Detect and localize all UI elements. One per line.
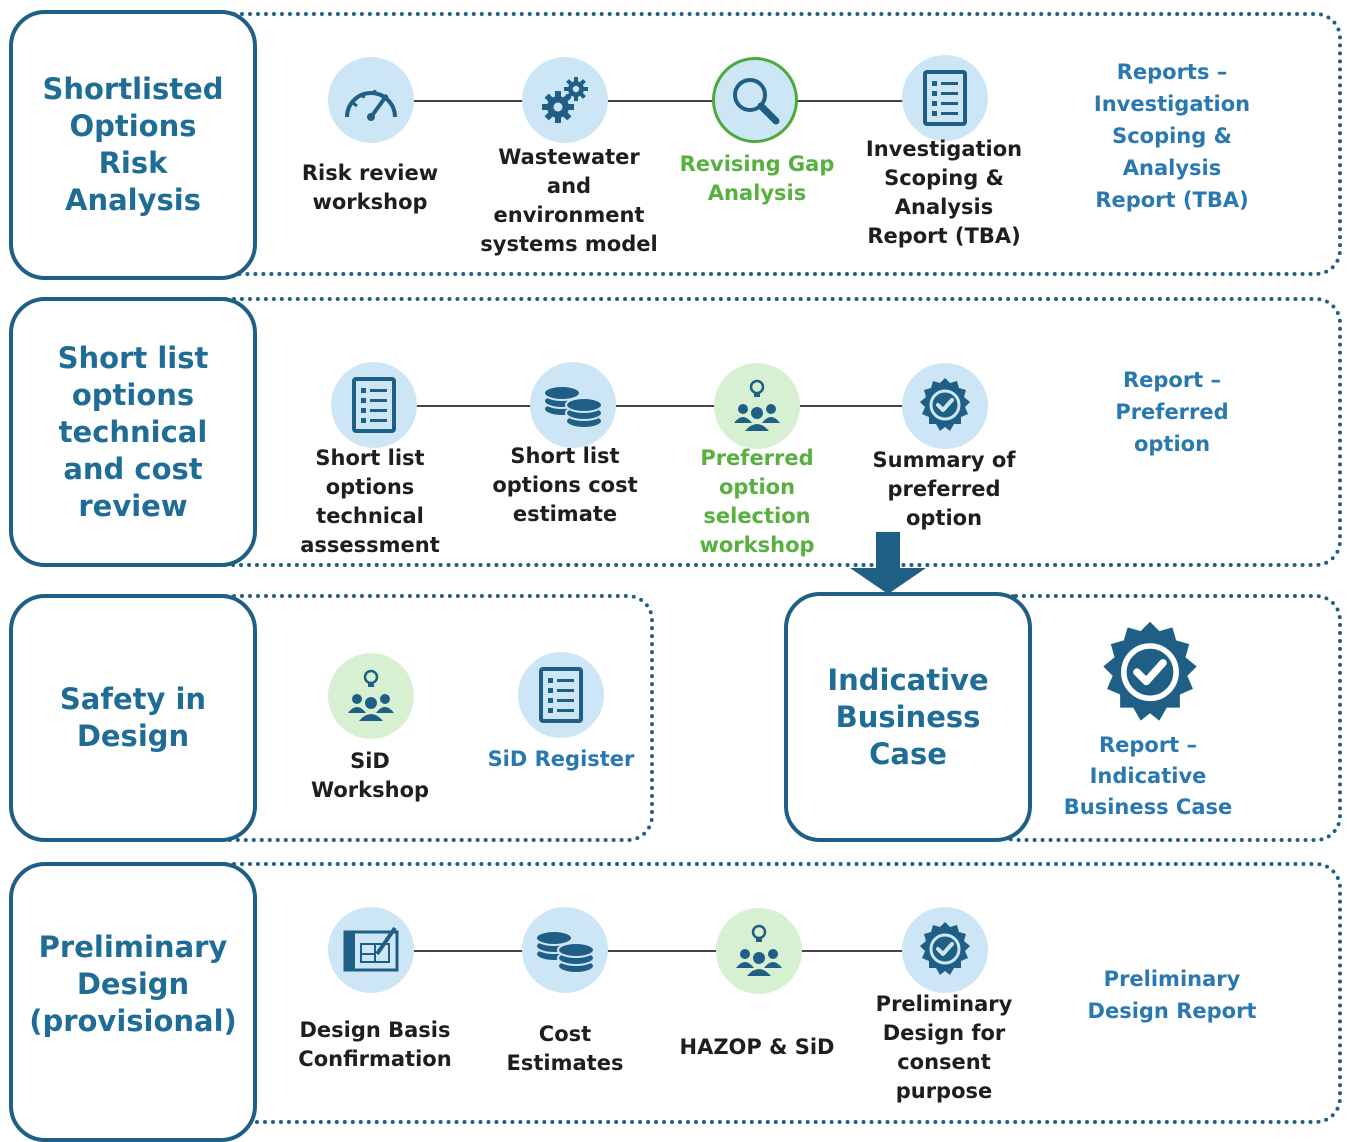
down-arrow-icon: [846, 530, 930, 596]
phase-title: Preliminary Design (provisional): [29, 929, 237, 1038]
phase-safety-in-design: Safety in Design: [9, 594, 257, 842]
report-label: Report – Indicative Business Case: [1063, 733, 1233, 819]
gears-icon: [522, 57, 608, 143]
phase-title: Short list options technical and cost re…: [57, 340, 209, 523]
badge-check-icon: [902, 907, 988, 993]
step-label: Summary of preferred option: [872, 448, 1016, 530]
phase-title: Safety in Design: [59, 682, 207, 753]
phase-shortlisted-risk-analysis: Shortlisted Options Risk Analysis: [9, 10, 257, 280]
team-idea-icon: [328, 653, 414, 739]
step-label: Short list options cost estimate: [492, 444, 638, 526]
step-label: Risk review workshop: [301, 161, 439, 214]
document-list-icon: [331, 362, 417, 448]
badge-check-icon: [902, 363, 988, 449]
blueprint-icon: [328, 907, 414, 993]
team-idea-icon: [714, 363, 800, 449]
connector-line: [414, 100, 904, 102]
team-idea-icon: [716, 908, 802, 994]
step-label: SiD Workshop: [310, 749, 430, 802]
phase-title: Shortlisted Options Risk Analysis: [42, 72, 224, 217]
coins-icon: [530, 362, 616, 448]
phase-title: Indicative Business Case: [827, 662, 989, 771]
step-label-highlight: Revising Gap Analysis: [679, 152, 835, 205]
step-label: Design Basis Confirmation: [298, 1018, 452, 1071]
step-label: Cost Estimates: [506, 1022, 624, 1075]
phase-technical-cost-review: Short list options technical and cost re…: [9, 297, 257, 567]
document-list-icon: [518, 652, 604, 738]
step-label: Preliminary Design for consent purpose: [875, 992, 1013, 1103]
step-label-highlight: Preferred option selection workshop: [699, 446, 815, 557]
coins-icon: [522, 907, 608, 993]
report-label: Reports – Investigation Scoping & Analys…: [1093, 60, 1251, 212]
step-label: HAZOP & SiD: [679, 1035, 835, 1059]
report-label: Preliminary Design Report: [1087, 967, 1257, 1023]
phase-indicative-business-case: Indicative Business Case: [784, 592, 1032, 842]
connector-line: [416, 405, 906, 407]
step-label: Short list options technical assessment: [300, 446, 440, 557]
report-label: Report – Preferred option: [1115, 368, 1229, 456]
phase-preliminary-design: Preliminary Design (provisional): [9, 862, 257, 1142]
magnifier-icon: [712, 57, 798, 143]
badge-check-icon: [1094, 618, 1206, 730]
gauge-icon: [328, 57, 414, 143]
step-label: SiD Register: [487, 747, 635, 771]
step-label: Wastewater and environment systems model: [480, 145, 658, 256]
connector-line: [414, 950, 904, 952]
step-label: Investigation Scoping & Analysis Report …: [865, 137, 1023, 248]
document-list-icon: [902, 55, 988, 141]
